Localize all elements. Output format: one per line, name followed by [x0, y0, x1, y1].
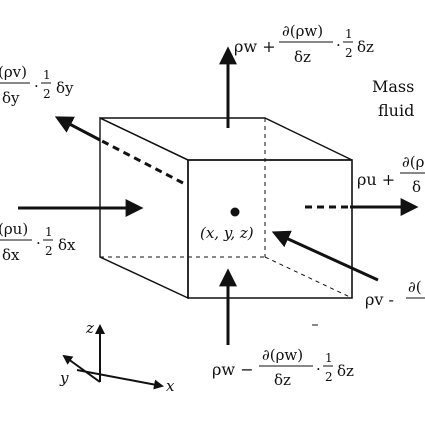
top-main: ρw +: [234, 37, 276, 56]
upleft-dot: ·: [34, 77, 39, 95]
upleft-frac-num: (ρv): [0, 63, 27, 81]
upleft-half-den: 2: [43, 87, 51, 101]
axis-x-line: [76, 369, 164, 390]
bottom-frac-num: ∂(ρw): [262, 346, 303, 364]
hidden-edge-bottom-right: [264, 256, 353, 299]
top-tail: δz: [357, 38, 374, 56]
bottom-half-num: 1: [325, 351, 333, 365]
coordinate-axes: z x y: [59, 319, 175, 395]
cube-left-face: [99, 116, 189, 300]
left-half-den: 2: [45, 244, 53, 258]
lowright-flux-label: ρv - ∂(: [365, 278, 425, 309]
lowright-main: ρv -: [365, 290, 394, 309]
left-frac-num: (ρu): [0, 220, 28, 238]
axis-x-label: x: [166, 377, 175, 395]
bottom-frac-den: δz: [274, 371, 291, 389]
right-main: ρu +: [357, 170, 395, 189]
left-flux-label: (ρu) δx · 1 2 δx: [0, 220, 76, 264]
upleft-frac-den: δy: [2, 89, 20, 107]
top-flux-label: ρw + ∂(ρw) δz · 1 2 δz: [234, 22, 374, 66]
upleft-flux-label: (ρv) δy · 1 2 δy: [0, 63, 74, 107]
right-frac-den: δ: [412, 178, 421, 196]
side-text-fluid: fluid: [378, 101, 414, 120]
top-frac-den: δz: [294, 48, 311, 66]
top-half-num: 1: [345, 27, 353, 41]
arrow-upleft-out-dashed: [99, 138, 184, 185]
center-point-label: (x, y, z): [200, 224, 254, 242]
axis-y-label: y: [59, 369, 69, 387]
right-flux-label: ρu + ∂(ρ δ: [357, 153, 425, 196]
left-frac-den: δx: [2, 246, 20, 264]
arrow-upleft-out: [54, 116, 101, 142]
lowright-frac-num: ∂(: [408, 278, 422, 296]
left-half-num: 1: [45, 225, 53, 239]
upleft-half-num: 1: [43, 68, 51, 82]
bottom-half-den: 2: [325, 370, 333, 384]
left-dot: ·: [36, 234, 41, 252]
bottom-flux-label: ρw − ∂(ρw) δz · 1 2 δz: [212, 346, 354, 389]
side-text-mass: Mass: [372, 77, 414, 96]
bottom-dot: ·: [316, 360, 321, 378]
fluid-element-cube: [99, 116, 353, 300]
upleft-tail: δy: [56, 79, 74, 97]
left-tail: δx: [58, 236, 76, 254]
cube-top-face: [99, 117, 353, 161]
top-frac-num: ∂(ρw): [282, 22, 323, 40]
bottom-main: ρw −: [212, 360, 254, 379]
bottom-tail: δz: [337, 362, 354, 380]
top-half-den: 2: [345, 46, 353, 60]
arrow-lowright-in: [271, 230, 379, 282]
top-dot: ·: [336, 36, 341, 54]
right-frac-num: ∂(ρ: [402, 153, 425, 171]
axis-y-line: [62, 354, 101, 383]
center-point: [230, 207, 240, 217]
axis-z-label: z: [85, 319, 94, 337]
